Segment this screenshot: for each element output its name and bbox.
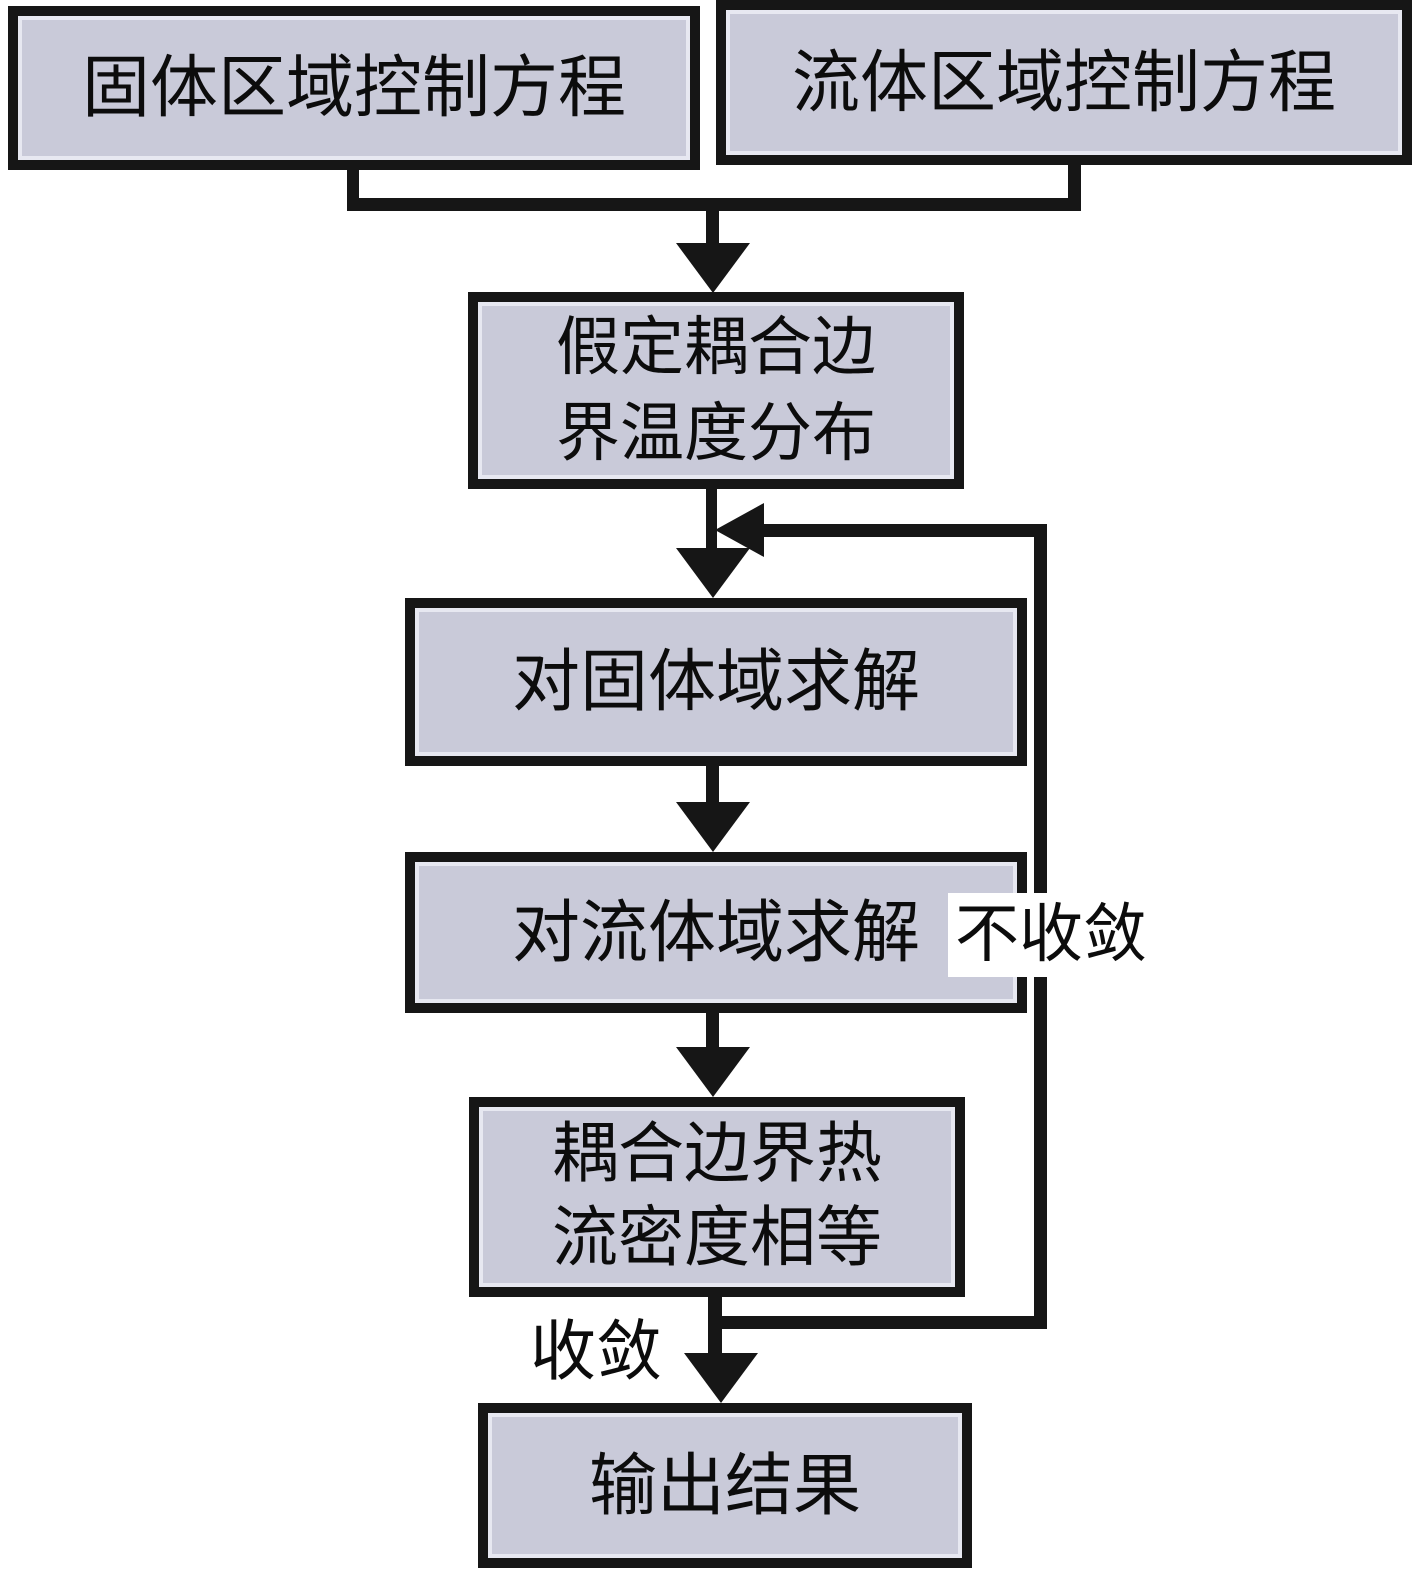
- node-output-results-label: 输出结果: [588, 1447, 861, 1524]
- connector-merge-to-assume: [706, 209, 719, 250]
- feedback-line-horizontal-bottom: [708, 1316, 1047, 1329]
- arrowhead-into-output-icon: [684, 1353, 758, 1403]
- node-fluid-governing-equations-label: 流体区域控制方程: [791, 44, 1336, 121]
- node-solid-governing-equations: 固体区域控制方程: [8, 6, 700, 170]
- node-fluid-governing-equations: 流体区域控制方程: [716, 0, 1412, 165]
- arrowhead-into-solve-fluid-icon: [676, 802, 750, 852]
- node-solve-solid-domain-label: 对固体域求解: [511, 644, 920, 720]
- feedback-line-horizontal-top: [756, 524, 1047, 537]
- arrowhead-into-assume-icon: [676, 243, 750, 293]
- edge-label-converged-text: 收敛: [530, 1316, 662, 1389]
- edge-label-not-converged-text: 不收敛: [955, 899, 1147, 970]
- node-flux-density-equal-label: 耦合边界热 流密度相等: [552, 1118, 882, 1275]
- edge-label-converged: 收敛: [520, 1312, 672, 1394]
- node-flux-density-equal: 耦合边界热 流密度相等: [469, 1097, 965, 1297]
- arrowhead-into-flux-equal-icon: [676, 1047, 750, 1097]
- connector-solve-fluid-to-flux-equal: [706, 1013, 719, 1051]
- node-solve-fluid-domain: 对流体域求解: [405, 852, 1027, 1013]
- node-solve-fluid-domain-label: 对流体域求解: [511, 894, 920, 971]
- arrowhead-into-solve-solid-icon: [676, 548, 750, 598]
- connector-solve-solid-to-solve-fluid: [706, 766, 719, 806]
- node-output-results: 输出结果: [478, 1403, 972, 1568]
- connector-assume-to-solve-solid: [706, 487, 717, 557]
- edge-label-not-converged: 不收敛: [948, 893, 1154, 977]
- node-solid-governing-equations-label: 固体区域控制方程: [81, 50, 626, 126]
- node-assume-boundary-temperature-label: 假定耦合边 界温度分布: [556, 311, 876, 469]
- connector-merge-bar: [347, 198, 1081, 211]
- node-solve-solid-domain: 对固体域求解: [405, 598, 1027, 766]
- node-assume-boundary-temperature: 假定耦合边 界温度分布: [468, 292, 964, 489]
